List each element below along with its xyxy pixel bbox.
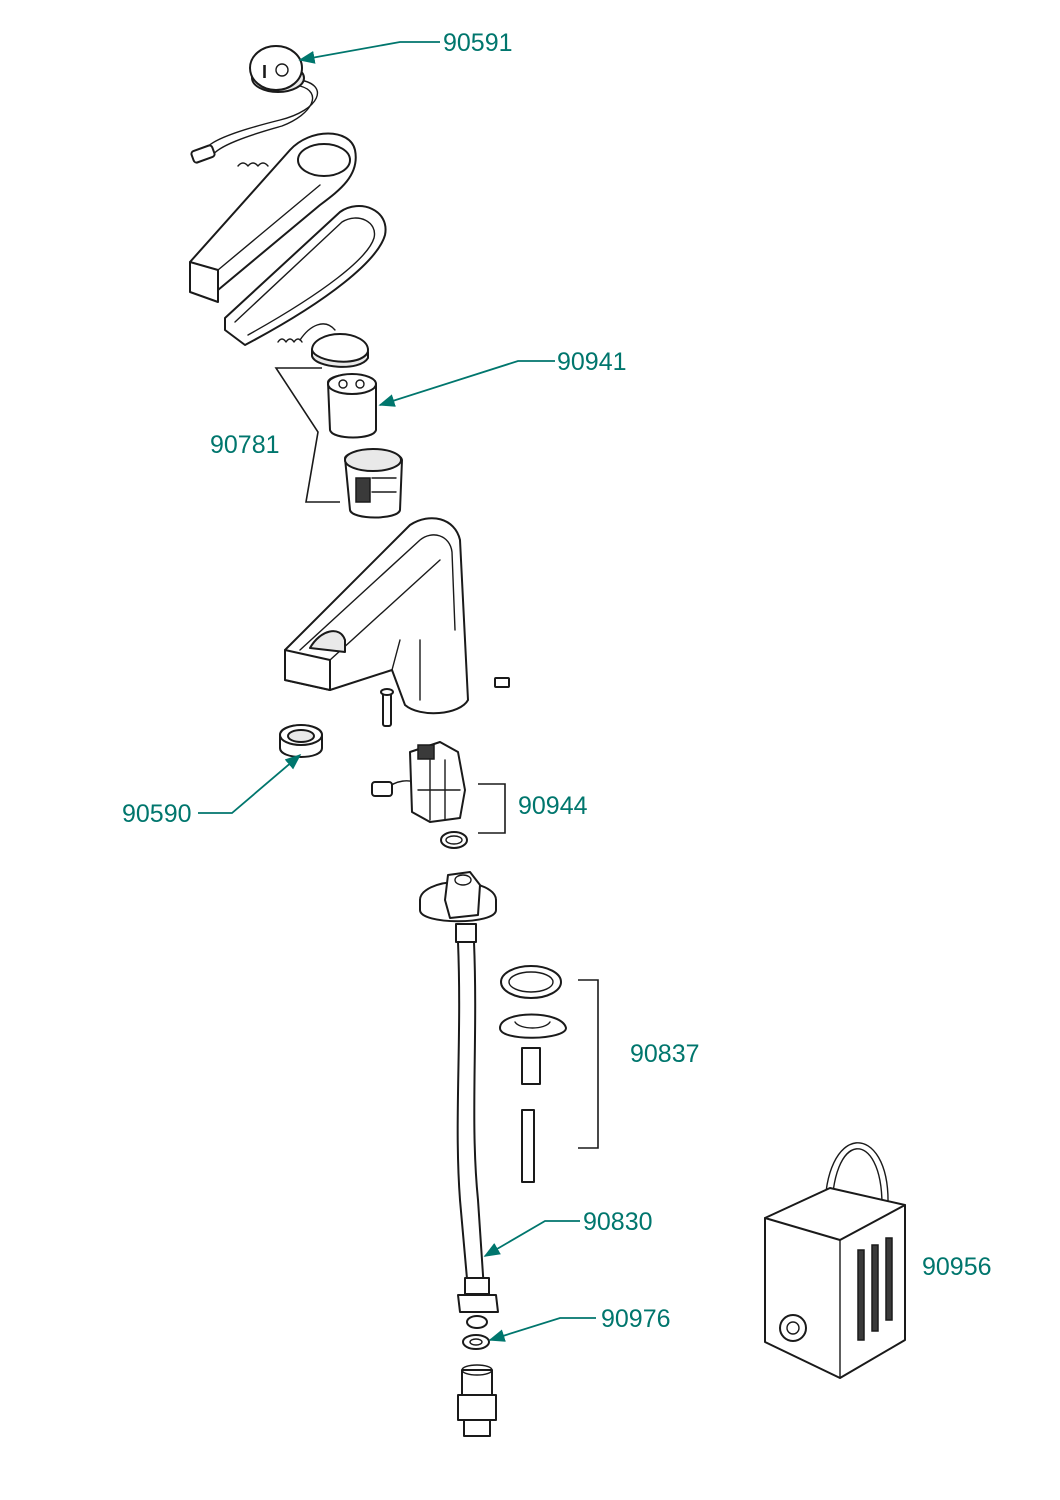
label-90956: 90956	[922, 1253, 992, 1281]
insert-90941-part	[327, 373, 377, 439]
leader-90590	[198, 753, 302, 814]
control-box-part	[764, 1142, 906, 1379]
connection-hose-part	[419, 871, 499, 1329]
spout-gasket-part	[224, 205, 387, 346]
bracket-90837	[578, 979, 599, 1149]
aerator-part	[279, 724, 323, 758]
label-90976: 90976	[601, 1305, 671, 1333]
leader-90591	[298, 41, 440, 64]
leader-90830	[483, 1220, 580, 1257]
mounting-bolt-part	[380, 688, 394, 727]
leader-90976	[488, 1317, 596, 1342]
label-90837: 90837	[630, 1040, 700, 1068]
label-90830: 90830	[583, 1208, 653, 1236]
label-90941: 90941	[557, 348, 627, 376]
label-90781: 90781	[210, 431, 280, 459]
label-90591: 90591	[443, 29, 513, 57]
spout-body-part	[284, 517, 510, 715]
spout-cover-part	[189, 132, 357, 303]
washer-part	[462, 1334, 490, 1350]
label-90590: 90590	[122, 800, 192, 828]
connector-fitting-part	[457, 1364, 497, 1437]
bracket-90781	[274, 367, 340, 503]
leader-90941	[378, 360, 555, 407]
battery-holder-part	[344, 448, 403, 519]
solenoid-valve-part	[371, 741, 468, 849]
mounting-set-part	[499, 965, 567, 1183]
bracket-90944	[478, 783, 506, 834]
svg-text:I: I	[262, 62, 267, 82]
label-90944: 90944	[518, 792, 588, 820]
sensor-eye-part	[299, 323, 369, 368]
sensor-button-part: I	[190, 45, 319, 167]
